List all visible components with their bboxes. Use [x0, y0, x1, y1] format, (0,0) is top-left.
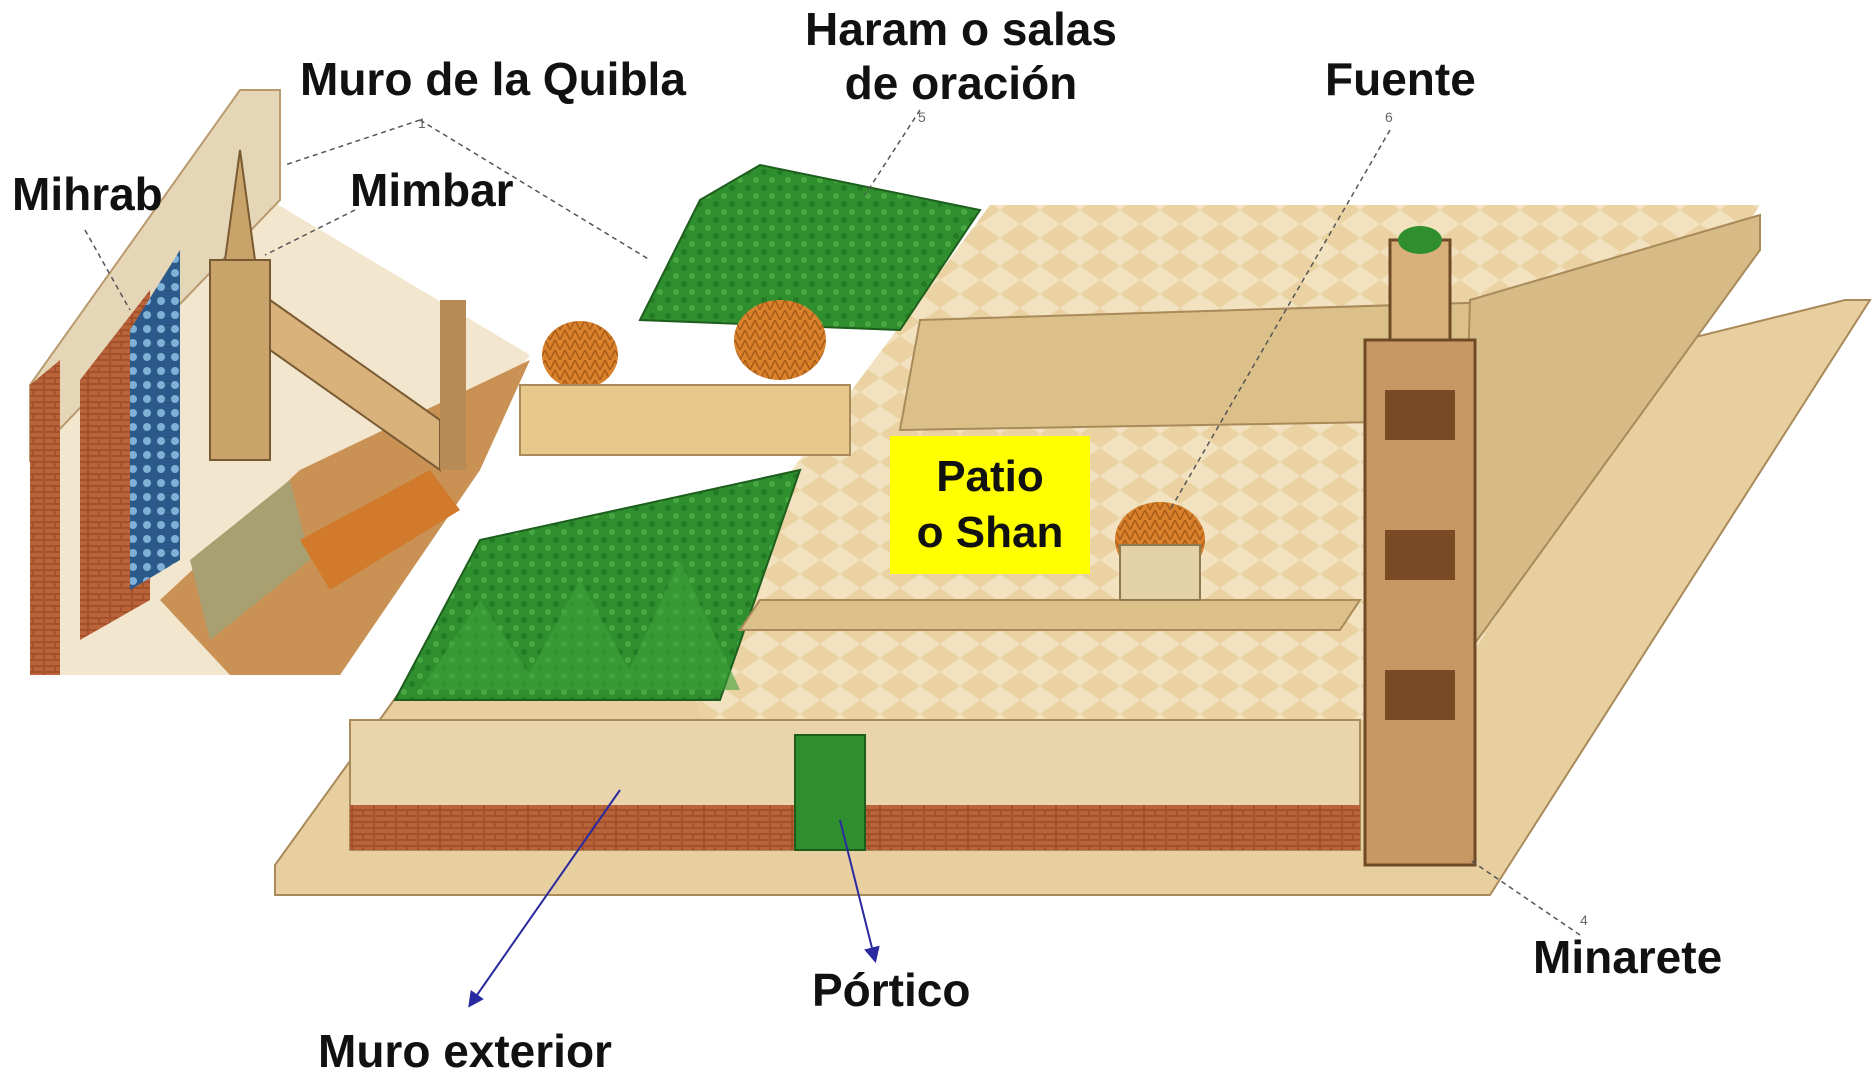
label-patio-line1: Patio: [936, 452, 1044, 501]
label-patio-line2: o Shan: [916, 508, 1064, 557]
arrow-muro-exterior: [468, 789, 621, 1008]
label-haram-line2: de oración: [844, 57, 1078, 109]
label-portico: Pórtico: [812, 964, 971, 1016]
main-mosque: [274, 163, 1872, 896]
callout-num-quibla: 1: [418, 115, 426, 131]
label-haram: Haram o salas de oración: [805, 2, 1117, 110]
pointer-arrows: [468, 789, 880, 1008]
label-mimbar: Mimbar: [350, 164, 514, 216]
label-mihrab: Mihrab: [12, 168, 163, 220]
label-patio-box: Patio o Shan: [890, 436, 1090, 574]
callout-num-minarete: 4: [1580, 912, 1588, 928]
label-fuente: Fuente: [1325, 53, 1476, 105]
quibla-inset: [29, 89, 530, 675]
leader-lines: [84, 109, 1581, 936]
label-minarete: Minarete: [1533, 931, 1723, 983]
label-haram-line1: Haram o salas: [805, 3, 1117, 55]
label-muro-exterior: Muro exterior: [318, 1025, 612, 1077]
arrow-portico: [839, 819, 880, 964]
callout-num-fuente: 6: [1385, 109, 1393, 125]
label-muro-quibla: Muro de la Quibla: [300, 53, 686, 105]
callout-num-haram: 5: [918, 109, 926, 125]
